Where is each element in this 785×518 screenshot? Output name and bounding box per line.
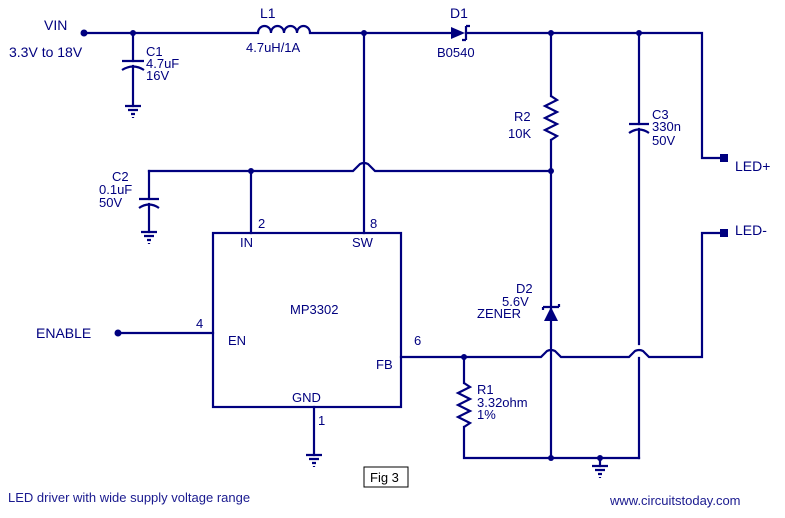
c2-value: 0.1uF — [99, 182, 132, 197]
led-minus-terminal: LED- — [720, 222, 767, 238]
capacitor-c2: C2 0.1uF 50V — [99, 169, 160, 244]
d1-value: B0540 — [437, 45, 475, 60]
c1-ref: C1 — [146, 44, 163, 59]
inductor-l1: L1 4.7uH/1A — [246, 5, 312, 55]
r2-ref: R2 — [514, 109, 531, 124]
enable-terminal: ENABLE — [36, 325, 215, 341]
pin-in-number: 2 — [258, 216, 265, 231]
d2-ref: D2 — [516, 281, 533, 296]
c2-rating: 50V — [99, 195, 122, 210]
resistor-r1: R1 3.32ohm 1% — [455, 355, 641, 460]
led-minus-label: LED- — [735, 222, 767, 238]
capacitor-c3: C3 330n 50V — [628, 31, 681, 460]
r1-tolerance: 1% — [477, 407, 496, 422]
figure-label: Fig 3 — [363, 466, 409, 488]
r1-ref: R1 — [477, 382, 494, 397]
c1-value: 4.7uF — [146, 56, 179, 71]
r1-value: 3.32ohm — [477, 395, 528, 410]
led-plus-label: LED+ — [735, 158, 770, 174]
pin-fb-name: FB — [376, 357, 393, 372]
c3-value: 330n — [652, 119, 681, 134]
d1-ref: D1 — [450, 5, 468, 21]
pin-in-name: IN — [240, 235, 253, 250]
l1-value: 4.7uH/1A — [246, 40, 301, 55]
vin-label: VIN — [44, 17, 67, 33]
vin-range-label: 3.3V to 18V — [9, 44, 83, 60]
diode-d1: D1 B0540 — [437, 5, 475, 60]
ground-icon — [141, 230, 157, 244]
figure-label-text: Fig 3 — [370, 470, 399, 485]
pin-fb-number: 6 — [414, 333, 421, 348]
wire-fb-line — [399, 231, 722, 359]
ic-name: MP3302 — [290, 302, 338, 317]
pin-en-number: 4 — [196, 316, 203, 331]
website-credit: www.circuitstoday.com — [609, 493, 741, 508]
junction-bottom-d2 — [548, 455, 554, 461]
diagram-title: LED driver with wide supply voltage rang… — [8, 490, 250, 505]
ground-icon — [592, 464, 608, 478]
d2-value: 5.6V — [502, 294, 529, 309]
zener-diode-d2: D2 5.6V ZENER — [477, 281, 561, 321]
pin-gnd-number: 1 — [318, 413, 325, 428]
wire-d1-to-output — [464, 31, 722, 160]
ground-icon — [125, 104, 141, 118]
d2-type: ZENER — [477, 306, 521, 321]
pin-sw-number: 8 — [370, 216, 377, 231]
r2-value: 10K — [508, 126, 531, 141]
ground-icon — [306, 453, 322, 467]
l1-ref: L1 — [260, 5, 276, 21]
c3-rating: 50V — [652, 133, 675, 148]
c2-ref: C2 — [112, 169, 129, 184]
led-plus-terminal: LED+ — [720, 154, 770, 174]
wire-in-line — [147, 161, 553, 173]
pin-en-name: EN — [228, 333, 246, 348]
enable-label: ENABLE — [36, 325, 91, 341]
c3-ref: C3 — [652, 107, 669, 122]
ic-ground — [306, 405, 322, 467]
ic-mp3302: MP3302 2 IN 8 SW 4 EN 6 FB GND 1 — [196, 216, 421, 428]
pin-gnd-name: GND — [292, 390, 321, 405]
resistor-r2: R2 10K — [508, 31, 560, 460]
capacitor-c1: C1 4.7uF 16V — [121, 31, 179, 118]
c1-rating: 16V — [146, 68, 169, 83]
pin-sw-name: SW — [352, 235, 374, 250]
vin-terminal: VIN 3.3V to 18V — [9, 17, 88, 60]
